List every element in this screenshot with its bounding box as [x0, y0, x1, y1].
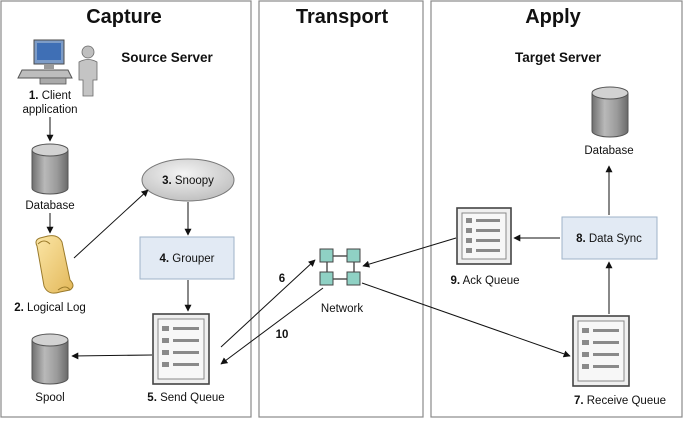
edge-label-6: 6 [279, 273, 285, 285]
send-queue-icon [152, 313, 210, 385]
receive-queue-icon [572, 315, 630, 387]
target-database-icon [591, 86, 629, 138]
arrow-sendqueue-to-spool [71, 352, 153, 360]
arrow-log-to-snoopy [73, 189, 149, 259]
receive-queue-label: 7. Receive Queue [574, 395, 666, 407]
snoopy-node [141, 158, 235, 202]
target-database-label: Database [584, 145, 633, 157]
network-label: Network [321, 303, 363, 315]
client-app-label-line2: application [23, 104, 78, 116]
edge-label-10: 10 [276, 329, 289, 341]
network-icon [319, 248, 361, 286]
send-queue-label: 5. Send Queue [147, 392, 224, 404]
arrow-network-to-sendqueue [220, 287, 324, 365]
user-icon [78, 45, 98, 97]
transport-panel [258, 0, 424, 418]
source-database-icon [31, 143, 69, 195]
capture-title: Capture [86, 6, 162, 28]
ack-queue-icon [456, 207, 512, 265]
spool-label: Spool [35, 392, 64, 404]
spool-icon [31, 333, 69, 385]
data-sync-label: 8. Data Sync [576, 233, 642, 245]
grouper-label: 4. Grouper [160, 253, 215, 265]
transport-title: Transport [296, 6, 389, 28]
arrow-network-to-receivequeue [361, 282, 571, 358]
arrow-sendqueue-to-network [220, 259, 316, 348]
ack-queue-label: 9. Ack Queue [450, 275, 519, 287]
snoopy-label: 3. Snoopy [162, 175, 214, 187]
source-server-label: Source Server [121, 50, 213, 65]
client-app-label: 1. Client [29, 90, 72, 102]
source-database-label: Database [25, 200, 74, 212]
logical-log-label: 2. Logical Log [14, 302, 86, 314]
target-server-label: Target Server [515, 50, 602, 65]
grouper-node [139, 236, 235, 280]
arrow-ackqueue-to-network [362, 237, 457, 268]
logical-log-scroll-icon [35, 235, 74, 294]
client-computer-icon [17, 39, 73, 85]
data-sync-node [561, 216, 658, 260]
apply-title: Apply [525, 6, 581, 28]
